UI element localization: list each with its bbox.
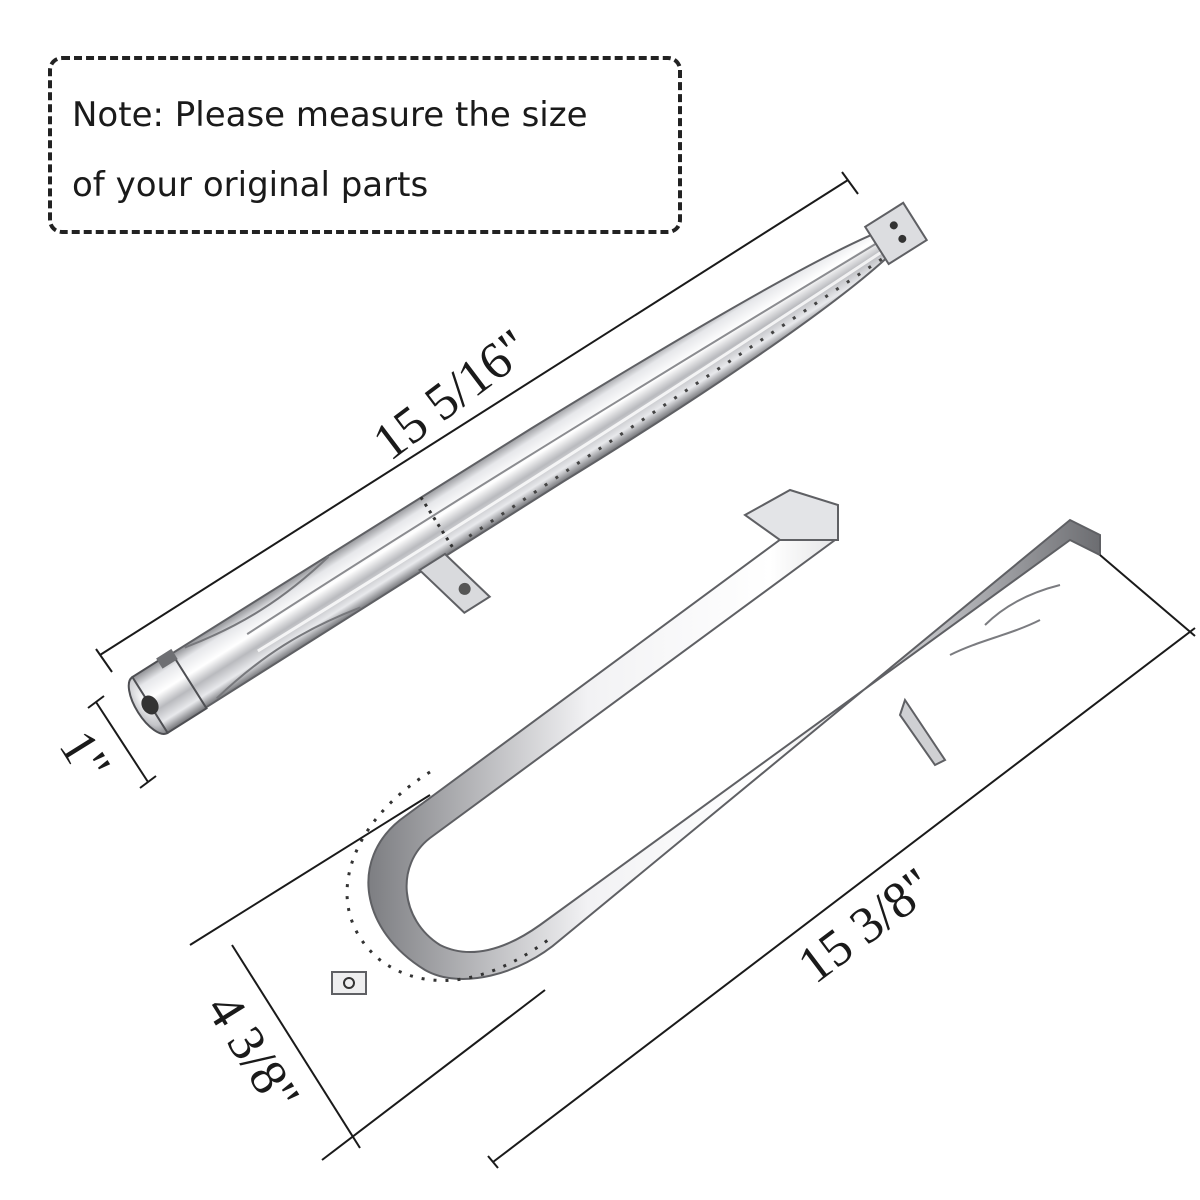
note-line-1: Note: Please measure the size [72, 95, 588, 135]
straight-burner [127, 201, 929, 735]
label-u-width: 4 3/8" [195, 984, 310, 1122]
u-burner [331, 488, 1101, 995]
label-straight-diameter: 1" [48, 721, 121, 791]
dim-line-straight-diameter [95, 701, 149, 783]
dim-line-u-width [231, 944, 361, 1149]
dim-line-straight-length [99, 179, 849, 656]
dim-line-u-length [492, 627, 1196, 1163]
note-line-2: of your original parts [72, 165, 429, 205]
note-box: Note: Please measure the size of your or… [48, 56, 682, 234]
dimension-lines [87, 171, 1196, 1169]
